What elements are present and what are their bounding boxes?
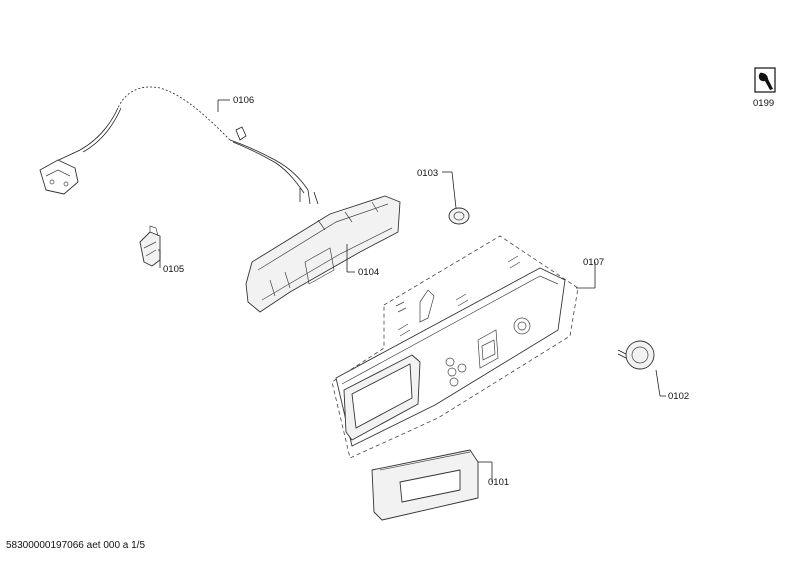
- leader-lines: [158, 99, 666, 482]
- label-0103: 0103: [417, 168, 438, 179]
- drawing-number: 58300000197066 aet 000 a 1/5: [6, 540, 146, 551]
- control-panel-part[interactable]: [331, 235, 579, 459]
- label-0101: 0101: [488, 477, 509, 488]
- electronic-module-part[interactable]: [245, 195, 401, 313]
- drawer-front-part[interactable]: [371, 449, 479, 521]
- label-0104: 0104: [358, 267, 379, 278]
- label-0105: 0105: [163, 264, 184, 275]
- knob-part[interactable]: [617, 340, 655, 370]
- power-cord-part[interactable]: [39, 86, 319, 205]
- clip-part[interactable]: [139, 225, 161, 267]
- wrench-icon: [754, 67, 776, 93]
- label-0106: 0106: [233, 95, 254, 106]
- label-0199: 0199: [753, 98, 774, 109]
- label-0107: 0107: [583, 257, 604, 268]
- bushing-part[interactable]: [448, 207, 470, 225]
- label-0102: 0102: [668, 391, 689, 402]
